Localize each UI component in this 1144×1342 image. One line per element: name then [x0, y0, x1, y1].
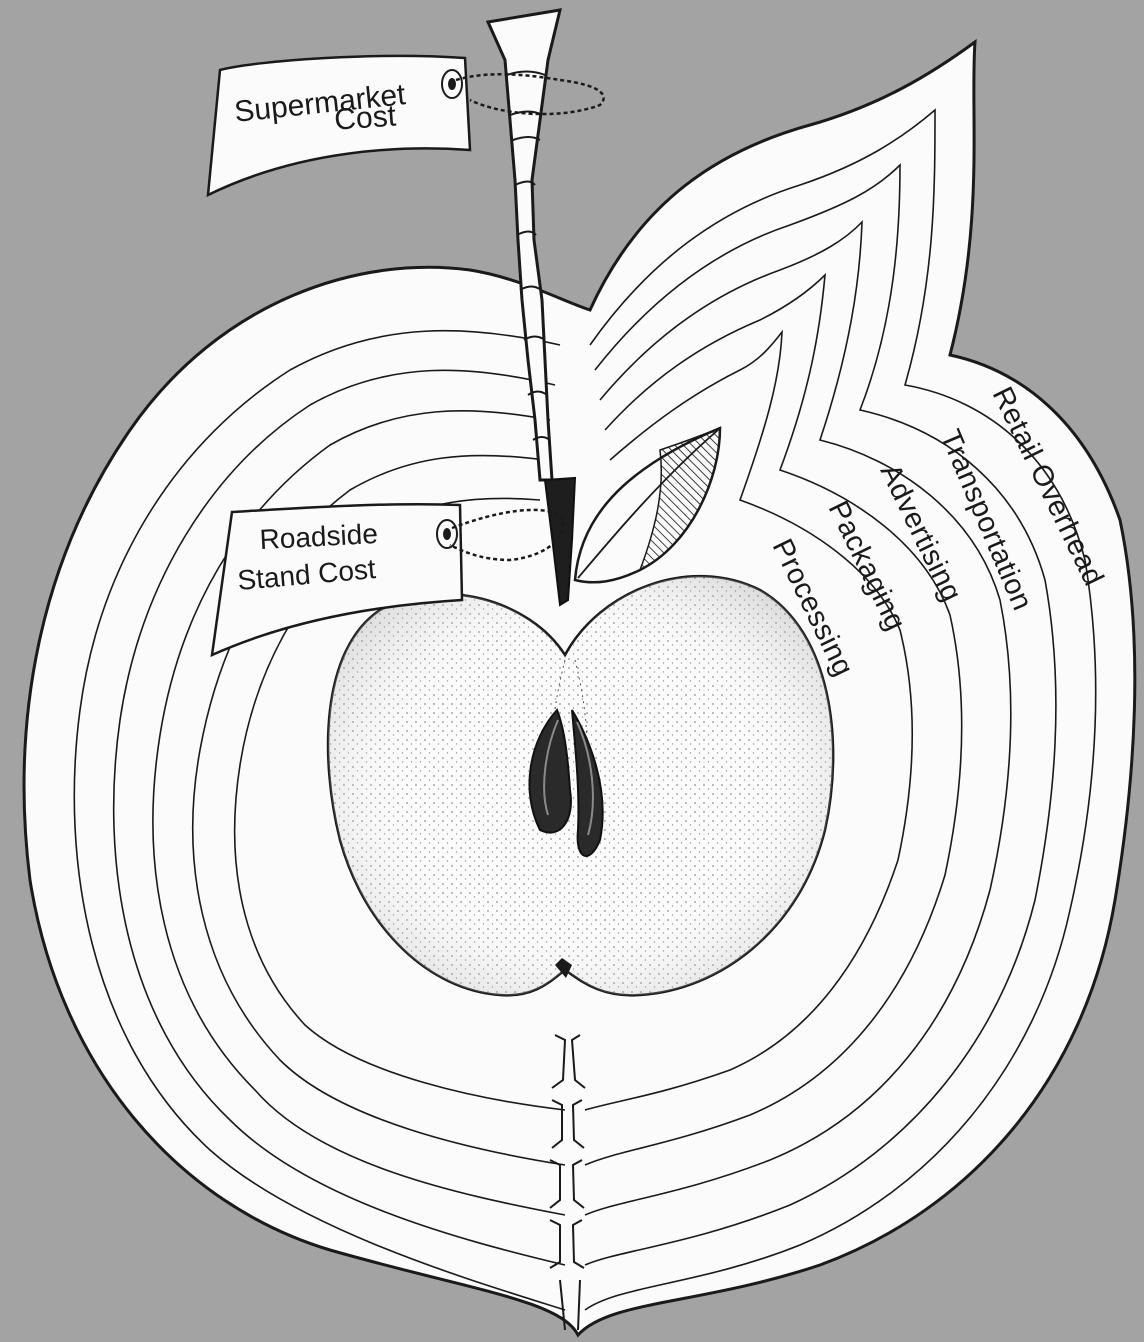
apple-icon	[328, 576, 833, 995]
roadside-tag-line1: Roadside	[259, 518, 379, 555]
supermarket-tag-line2: Cost	[333, 99, 397, 136]
